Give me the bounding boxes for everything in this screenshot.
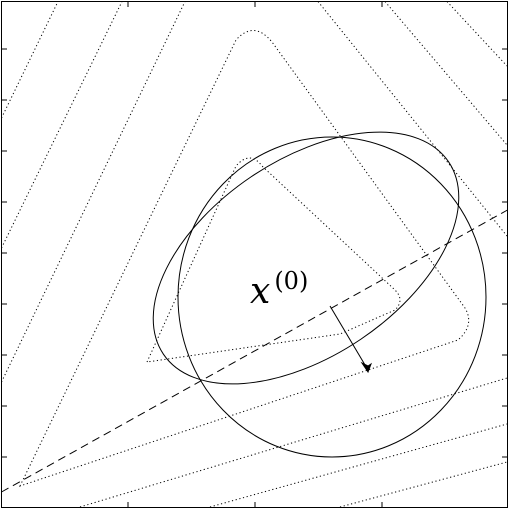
cutting-plane (1, 209, 508, 493)
contour-far-bottom (209, 423, 508, 508)
point-label-superscript: (0) (274, 267, 308, 295)
contour-middle (19, 30, 470, 487)
ellipsoid-next (177, 136, 487, 458)
contour-far-right-b (446, 1, 508, 67)
contour-outer-bottom (79, 377, 508, 508)
point-label-variable: x (250, 271, 270, 312)
gradient-arrow (329, 305, 373, 374)
arrow-shaft (329, 305, 369, 371)
point-label: x (0) (250, 267, 308, 312)
contour-outer-right (317, 1, 508, 237)
ellipsoid-rotated (152, 131, 460, 385)
contour-far-left-b (1, 1, 59, 119)
contour-far-right-a (384, 1, 508, 146)
contour-far-left-a (1, 1, 123, 249)
contour-farthest-bottom (339, 461, 508, 508)
contour-inner (146, 157, 401, 363)
contour-outer-left (1, 1, 186, 383)
arrow-head (360, 361, 373, 374)
